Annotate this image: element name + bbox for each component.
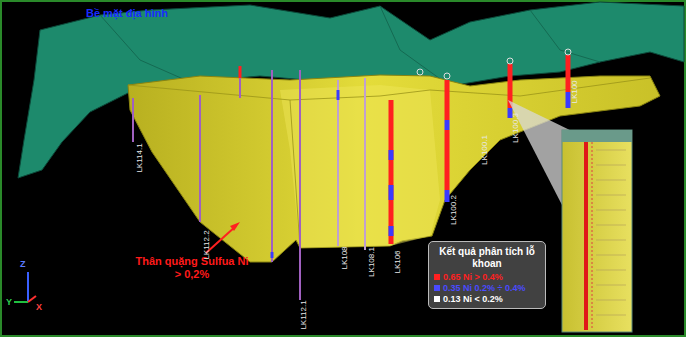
drillhole-label: LK108	[340, 246, 349, 269]
legend-text: 0.13 Ni < 0.2%	[443, 294, 503, 304]
drillhole-label: LK114.1	[135, 143, 144, 172]
orebody-label: Thân quặng Sulfua Ni > 0,2%	[132, 255, 252, 280]
legend-title: Kết quả phân tích lỗ khoan	[434, 246, 540, 269]
drillhole-label: LK100	[570, 80, 579, 103]
drillhole-label: LK108.1	[367, 247, 376, 277]
legend-row: 0.65 Ni > 0.4%	[434, 272, 540, 282]
legend-swatch	[434, 296, 440, 302]
legend-text: 0.65 Ni > 0.4%	[443, 272, 503, 282]
legend-panel: Kết quả phân tích lỗ khoan 0.65 Ni > 0.4%…	[428, 241, 546, 309]
legend-swatch	[434, 274, 440, 280]
drillhole-label: LK106	[393, 250, 402, 273]
drillhole-label: LK100.1	[480, 135, 489, 165]
legend-row: 0.13 Ni < 0.2%	[434, 294, 540, 304]
surface-label: Bề mặt địa hình	[86, 7, 168, 20]
drillhole-label: LK100.2	[449, 195, 458, 225]
legend-text: 0.35 Ni 0.2% ÷ 0.4%	[443, 283, 526, 293]
drillhole-label: LK100.3	[511, 113, 520, 143]
drillhole-label: LK112.2	[202, 230, 211, 259]
legend-row: 0.35 Ni 0.2% ÷ 0.4%	[434, 283, 540, 293]
axis-label: Y	[6, 297, 12, 307]
axis-label: Z	[20, 259, 26, 269]
legend-swatch	[434, 285, 440, 291]
axis-label: X	[36, 302, 42, 312]
drillhole-label: LK112.1	[299, 300, 308, 329]
